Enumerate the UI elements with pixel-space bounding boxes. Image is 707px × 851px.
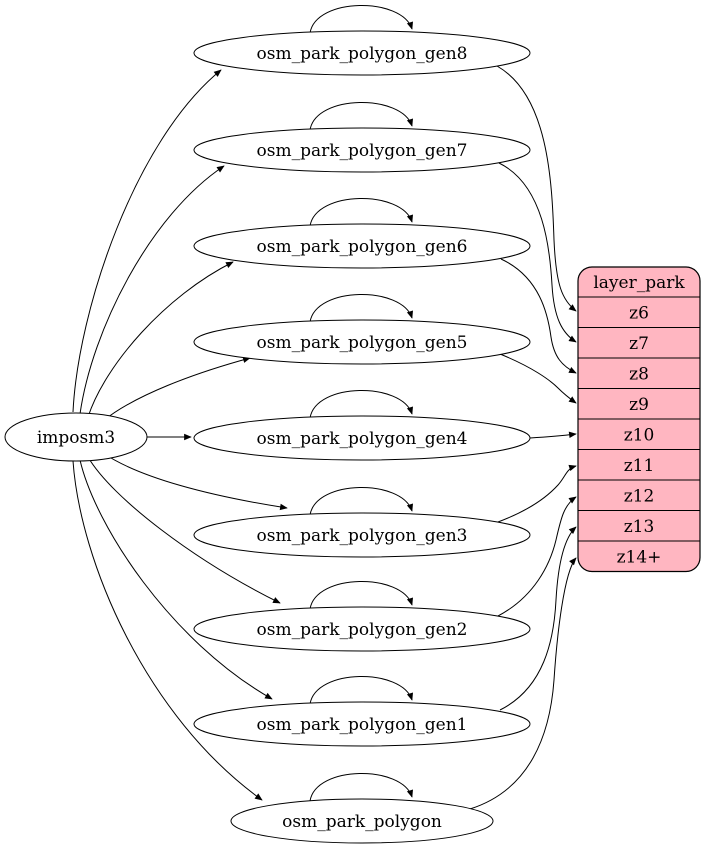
edge-osm_park_polygon-to-z14+ <box>469 557 577 810</box>
edges-group <box>72 5 577 810</box>
layer-row-label-z14+: z14+ <box>617 547 662 567</box>
node-ellipse-imposm3 <box>4 412 148 462</box>
self-loop-osm_park_polygon <box>309 773 413 802</box>
edge-imposm3-to-osm_park_polygon_gen1 <box>79 459 273 700</box>
node-ellipse-osm_park_polygon_gen7 <box>193 127 531 173</box>
node-label-osm_park_polygon_gen2: osm_park_polygon_gen2 <box>257 620 468 640</box>
table-node-osm_park_polygon_gen2: osm_park_polygon_gen2 <box>193 606 531 652</box>
node-label-osm_park_polygon_gen1: osm_park_polygon_gen1 <box>257 715 468 735</box>
edge-imposm3-to-osm_park_polygon_gen6 <box>87 261 234 418</box>
layer-row-z11: z11 <box>624 456 655 476</box>
layer-node-layer_park: layer_park z6 z7 z8 z9 z10 z11 z12 z13 z14+ <box>577 266 701 573</box>
layer-row-z13: z13 <box>624 517 655 537</box>
node-ellipse-osm_park_polygon_gen2 <box>193 606 531 652</box>
layer-row-label-z11: z11 <box>624 456 655 476</box>
edge-imposm3-to-osm_park_polygon_gen3 <box>102 452 288 511</box>
node-ellipse-osm_park_polygon_gen6 <box>193 223 531 269</box>
edge-osm_park_polygon_gen4-to-z10 <box>529 431 577 439</box>
table-node-osm_park_polygon_gen5: osm_park_polygon_gen5 <box>193 319 531 365</box>
layer-header-label: layer_park <box>593 273 685 293</box>
edge-osm_park_polygon_gen8-to-z6 <box>496 65 577 312</box>
node-label-osm_park_polygon: osm_park_polygon <box>282 812 442 832</box>
layer-row-z8: z8 <box>629 364 649 384</box>
node-ellipse-osm_park_polygon_gen3 <box>193 512 531 558</box>
node-label-osm_park_polygon_gen4: osm_park_polygon_gen4 <box>257 429 468 449</box>
self-loop-osm_park_polygon_gen3 <box>309 487 413 516</box>
layer-row-label-z8: z8 <box>629 364 649 384</box>
layer-row-label-z9: z9 <box>629 395 649 415</box>
node-ellipse-osm_park_polygon_gen5 <box>193 319 531 365</box>
node-label-osm_park_polygon_gen6: osm_park_polygon_gen6 <box>257 237 468 257</box>
self-loop-osm_park_polygon_gen2 <box>309 581 413 610</box>
layer-row-z12: z12 <box>624 486 655 506</box>
edge-imposm3-to-osm_park_polygon <box>72 460 263 801</box>
layer-row-label-z12: z12 <box>624 486 655 506</box>
edge-imposm3-to-osm_park_polygon_gen2 <box>87 456 281 604</box>
edge-osm_park_polygon_gen6-to-z8 <box>500 258 577 374</box>
self-loop-osm_park_polygon_gen1 <box>309 676 413 705</box>
node-ellipse-osm_park_polygon_gen8 <box>193 30 531 76</box>
edge-osm_park_polygon_gen7-to-z7 <box>498 162 577 343</box>
edge-osm_park_polygon_gen1-to-z13 <box>499 526 577 711</box>
layer-row-z10: z10 <box>624 425 655 445</box>
edge-imposm3-to-osm_park_polygon_gen8 <box>72 69 222 413</box>
layer-row-label-z10: z10 <box>624 425 655 445</box>
layer-row-label-z6: z6 <box>629 303 649 323</box>
node-label-osm_park_polygon_gen7: osm_park_polygon_gen7 <box>257 141 468 161</box>
table-node-osm_park_polygon_gen6: osm_park_polygon_gen6 <box>193 223 531 269</box>
table-node-osm_park_polygon_gen7: osm_park_polygon_gen7 <box>193 127 531 173</box>
table-node-osm_park_polygon_gen1: osm_park_polygon_gen1 <box>193 701 531 747</box>
self-loop-osm_park_polygon_gen7 <box>309 102 413 131</box>
layer-row-label-z7: z7 <box>629 334 649 354</box>
node-ellipse-osm_park_polygon_gen1 <box>193 701 531 747</box>
edge-osm_park_polygon_gen3-to-z11 <box>497 464 577 523</box>
nodes-group: imposm3 osm_park_polygon_gen8 osm_park_pol… <box>4 30 701 844</box>
edge-osm_park_polygon_gen5-to-z9 <box>499 353 577 404</box>
layer-row-z14+: z14+ <box>617 547 662 567</box>
self-loop-osm_park_polygon_gen6 <box>309 198 413 227</box>
self-loop-osm_park_polygon_gen4 <box>309 390 413 419</box>
layer-row-z9: z9 <box>629 395 649 415</box>
table-node-osm_park_polygon_gen3: osm_park_polygon_gen3 <box>193 512 531 558</box>
table-node-osm_park_polygon_gen4: osm_park_polygon_gen4 <box>193 415 531 461</box>
table-node-osm_park_polygon: osm_park_polygon <box>230 798 494 844</box>
self-loop-osm_park_polygon_gen5 <box>309 294 413 323</box>
table-node-osm_park_polygon_gen8: osm_park_polygon_gen8 <box>193 30 531 76</box>
node-imposm3: imposm3 <box>4 412 148 462</box>
node-label-imposm3: imposm3 <box>37 428 115 448</box>
layer-row-z7: z7 <box>629 334 649 354</box>
layer-row-z6: z6 <box>629 303 649 323</box>
layer-row-label-z13: z13 <box>624 517 655 537</box>
edge-osm_park_polygon_gen2-to-z12 <box>497 496 577 617</box>
node-ellipse-osm_park_polygon_gen4 <box>193 415 531 461</box>
node-label-osm_park_polygon_gen5: osm_park_polygon_gen5 <box>257 333 468 353</box>
edge-imposm3-to-osm_park_polygon_gen7 <box>79 165 225 415</box>
self-loop-osm_park_polygon_gen8 <box>309 5 413 34</box>
node-label-osm_park_polygon_gen3: osm_park_polygon_gen3 <box>257 526 468 546</box>
edge-imposm3-to-osm_park_polygon_gen5 <box>102 356 251 422</box>
node-label-osm_park_polygon_gen8: osm_park_polygon_gen8 <box>257 44 468 64</box>
node-ellipse-osm_park_polygon <box>230 798 494 844</box>
